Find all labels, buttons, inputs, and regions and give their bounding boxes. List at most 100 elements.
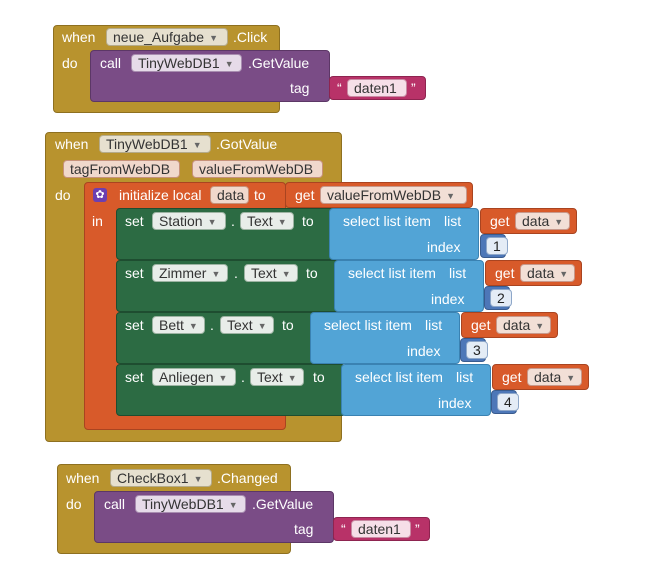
param-valuefromwebdb[interactable]: valueFromWebDB — [192, 160, 323, 178]
triangle-down-icon: ▼ — [281, 269, 291, 279]
component-name: TinyWebDB1 — [106, 136, 188, 152]
select-list-item-block[interactable] — [329, 208, 479, 260]
db-component-dropdown[interactable]: TinyWebDB1▼ — [135, 495, 246, 513]
component-dropdown[interactable]: CheckBox1▼ — [110, 469, 212, 487]
set-component-name: Anliegen — [159, 369, 214, 385]
component-dropdown[interactable]: neue_Aufgabe ▼ — [106, 28, 228, 46]
in-label: in — [92, 213, 103, 229]
initialize-label: initialize local — [119, 187, 202, 203]
set-property-dropdown[interactable]: Text ▼ — [240, 212, 294, 230]
triangle-down-icon: ▼ — [188, 321, 198, 331]
triangle-down-icon: ▼ — [277, 217, 287, 227]
component-dropdown[interactable]: TinyWebDB1 ▼ — [99, 135, 211, 153]
number-value[interactable]: 3 — [466, 341, 488, 359]
local-var-name[interactable]: data — [210, 186, 249, 204]
call-label: call — [100, 55, 122, 71]
number-value[interactable]: 4 — [497, 393, 519, 411]
text-value[interactable]: daten1 — [351, 520, 411, 538]
db-name: TinyWebDB1 — [142, 496, 224, 512]
to-label: to — [313, 369, 325, 385]
get-var-dropdown[interactable]: valueFromWebDB▼ — [320, 186, 467, 204]
set-component-name: Bett — [159, 317, 184, 333]
triangle-down-icon: ▼ — [566, 373, 576, 383]
get-var-name: data — [522, 213, 550, 229]
set-label: set — [125, 369, 144, 385]
get-var-name: data — [503, 317, 531, 333]
set-label: set — [125, 213, 144, 229]
when-label: when — [66, 470, 100, 486]
param-tagfromwebdb[interactable]: tagFromWebDB — [63, 160, 180, 178]
quote-close: ” — [411, 80, 416, 96]
triangle-down-icon: ▼ — [224, 59, 234, 69]
to-label: to — [302, 213, 314, 229]
triangle-down-icon: ▼ — [218, 373, 228, 383]
set-component-dropdown[interactable]: Bett ▼ — [152, 316, 205, 334]
event-name: .GotValue — [216, 136, 278, 152]
get-label: get — [502, 369, 522, 385]
db-name: TinyWebDB1 — [138, 55, 220, 71]
select-list-item-block[interactable] — [310, 312, 460, 364]
triangle-down-icon: ▼ — [207, 217, 217, 227]
set-component-dropdown[interactable]: Zimmer▼ — [152, 264, 228, 282]
set-property-name: Text — [257, 369, 283, 385]
triangle-down-icon: ▼ — [287, 373, 297, 383]
get-var-dropdown[interactable]: data ▼ — [496, 316, 551, 334]
index-label: index — [431, 291, 465, 307]
dot-label: . — [231, 213, 235, 229]
set-component-dropdown[interactable]: Station ▼ — [152, 212, 226, 230]
triangle-down-icon: ▼ — [554, 217, 564, 227]
set-property-name: Text — [247, 213, 273, 229]
select-list-item-label: select list item — [355, 369, 443, 385]
number-value[interactable]: 1 — [486, 237, 508, 255]
do-label: do — [62, 55, 78, 71]
dot-label: . — [210, 317, 214, 333]
do-label: do — [66, 496, 82, 512]
set-property-dropdown[interactable]: Text ▼ — [250, 368, 304, 386]
index-label: index — [438, 395, 472, 411]
set-component-name: Station — [159, 213, 203, 229]
select-list-item-label: select list item — [343, 213, 431, 229]
dot-label: . — [241, 369, 245, 385]
get-var-dropdown[interactable]: data ▼ — [527, 368, 582, 386]
triangle-down-icon: ▼ — [535, 321, 545, 331]
get-label: get — [295, 187, 315, 203]
select-list-item-block[interactable] — [341, 364, 491, 416]
triangle-down-icon: ▼ — [559, 269, 569, 279]
db-component-dropdown[interactable]: TinyWebDB1 ▼ — [131, 54, 242, 72]
triangle-down-icon: ▼ — [209, 33, 219, 43]
component-name: CheckBox1 — [117, 470, 189, 486]
triangle-down-icon: ▼ — [446, 191, 456, 201]
get-var-name: data — [534, 369, 562, 385]
method-name: .GetValue — [248, 55, 310, 71]
get-label: get — [490, 213, 510, 229]
triangle-down-icon: ▼ — [257, 321, 267, 331]
set-component-dropdown[interactable]: Anliegen ▼ — [152, 368, 236, 386]
index-label: index — [407, 343, 441, 359]
list-label: list — [444, 213, 462, 229]
call-label: call — [104, 496, 126, 512]
select-list-item-block[interactable] — [334, 260, 484, 312]
set-label: set — [125, 317, 144, 333]
tag-label: tag — [294, 521, 314, 537]
dot-label: . — [234, 265, 238, 281]
set-label: set — [125, 265, 144, 281]
set-property-dropdown[interactable]: Text▼ — [244, 264, 298, 282]
quote-open: “ — [337, 80, 342, 96]
set-property-dropdown[interactable]: Text ▼ — [220, 316, 274, 334]
triangle-down-icon: ▼ — [192, 140, 202, 150]
get-var-dropdown[interactable]: data ▼ — [515, 212, 570, 230]
list-label: list — [425, 317, 443, 333]
list-label: list — [449, 265, 467, 281]
quote-close: ” — [415, 521, 420, 537]
tag-label: tag — [290, 80, 310, 96]
set-bett-block[interactable] — [116, 312, 316, 364]
get-var-name: data — [527, 265, 555, 281]
gear-icon[interactable]: ✿ — [93, 188, 107, 202]
to-label: to — [282, 317, 294, 333]
get-var-dropdown[interactable]: data ▼ — [520, 264, 575, 282]
number-value[interactable]: 2 — [490, 289, 512, 307]
component-name: neue_Aufgabe — [113, 29, 205, 45]
to-label: to — [254, 187, 266, 203]
text-value[interactable]: daten1 — [347, 79, 407, 97]
set-property-name: Text — [227, 317, 253, 333]
